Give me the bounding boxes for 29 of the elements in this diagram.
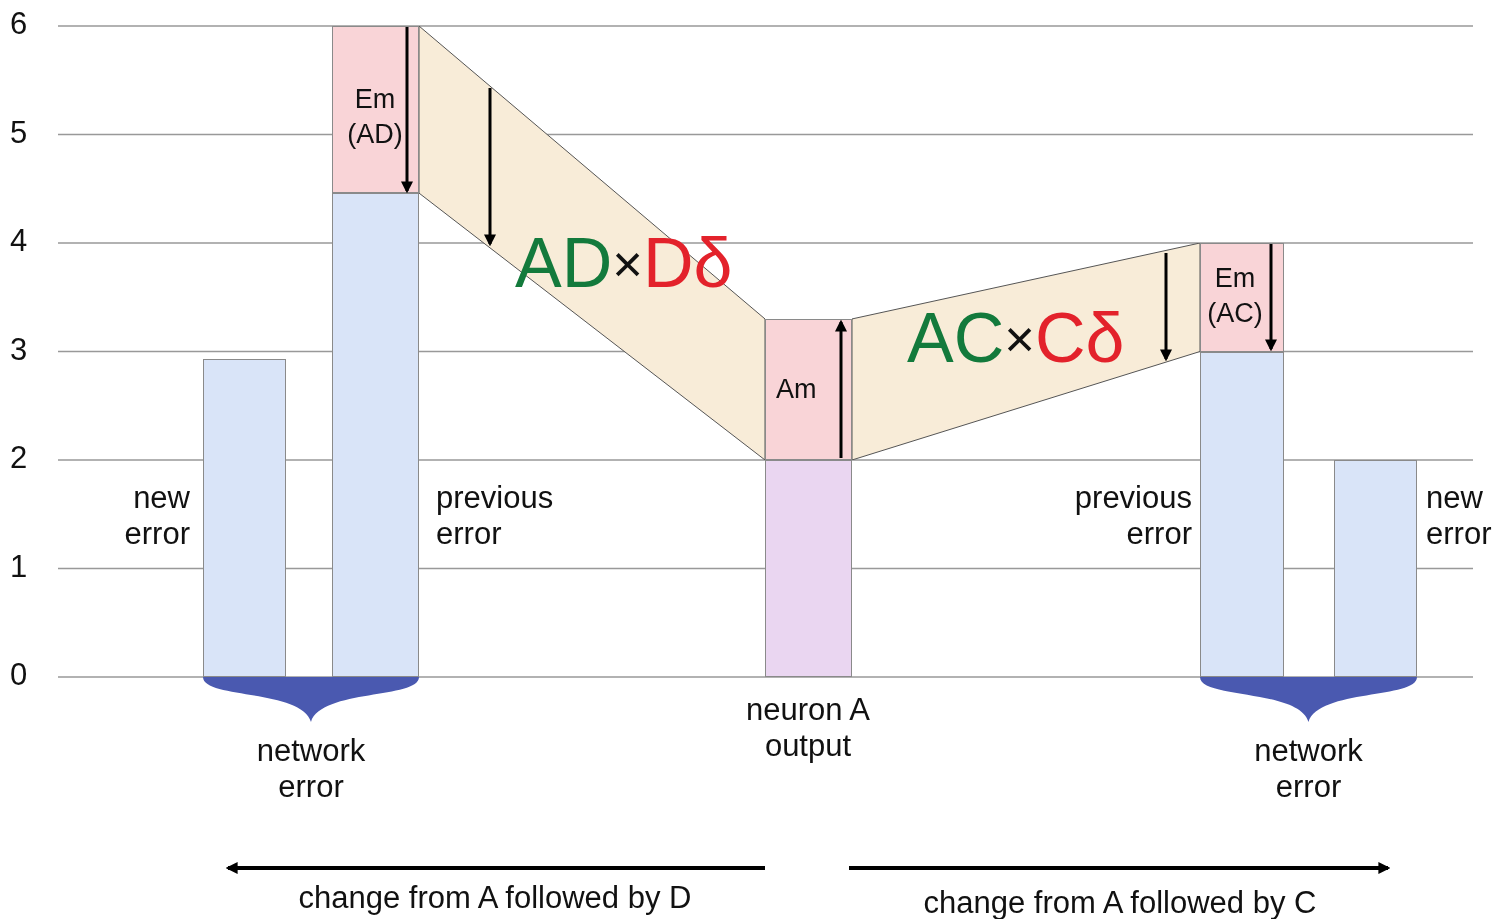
axis-tick-label: 4	[10, 223, 29, 259]
error-bar	[203, 359, 286, 677]
axis-tick-label: 2	[10, 440, 29, 476]
bar-caption: new error	[123, 480, 190, 552]
brace-caption: network error	[255, 733, 367, 805]
direction-caption: change from A followed by D	[297, 880, 693, 916]
axis-tick-label: 6	[10, 6, 29, 42]
box-label: Em (AD)	[346, 83, 404, 151]
error-bar	[1334, 460, 1417, 677]
output-bar	[765, 460, 852, 677]
bar-caption: previous error	[1073, 480, 1192, 552]
error-change-box	[1200, 243, 1284, 352]
error-bar	[332, 193, 419, 677]
bar-caption: new error	[1426, 480, 1493, 552]
axis-tick-label: 1	[10, 548, 29, 585]
error-change-box	[332, 26, 419, 194]
axis-tick-label: 0	[10, 657, 29, 693]
weight-band	[852, 243, 1200, 460]
box-label: Am	[776, 372, 817, 406]
error-bar	[1200, 351, 1284, 677]
brace-caption: network error	[1253, 733, 1364, 805]
activation-change-box	[765, 318, 852, 460]
direction-caption: change from A followed by C	[922, 885, 1318, 919]
bar-caption: previous error	[436, 480, 555, 552]
axis-tick-label: 5	[10, 114, 29, 151]
box-label: Em (AC)	[1206, 262, 1264, 330]
bar-caption: neuron A output	[744, 692, 872, 764]
axis-tick-label: 3	[10, 331, 29, 368]
weight-band	[419, 26, 765, 460]
